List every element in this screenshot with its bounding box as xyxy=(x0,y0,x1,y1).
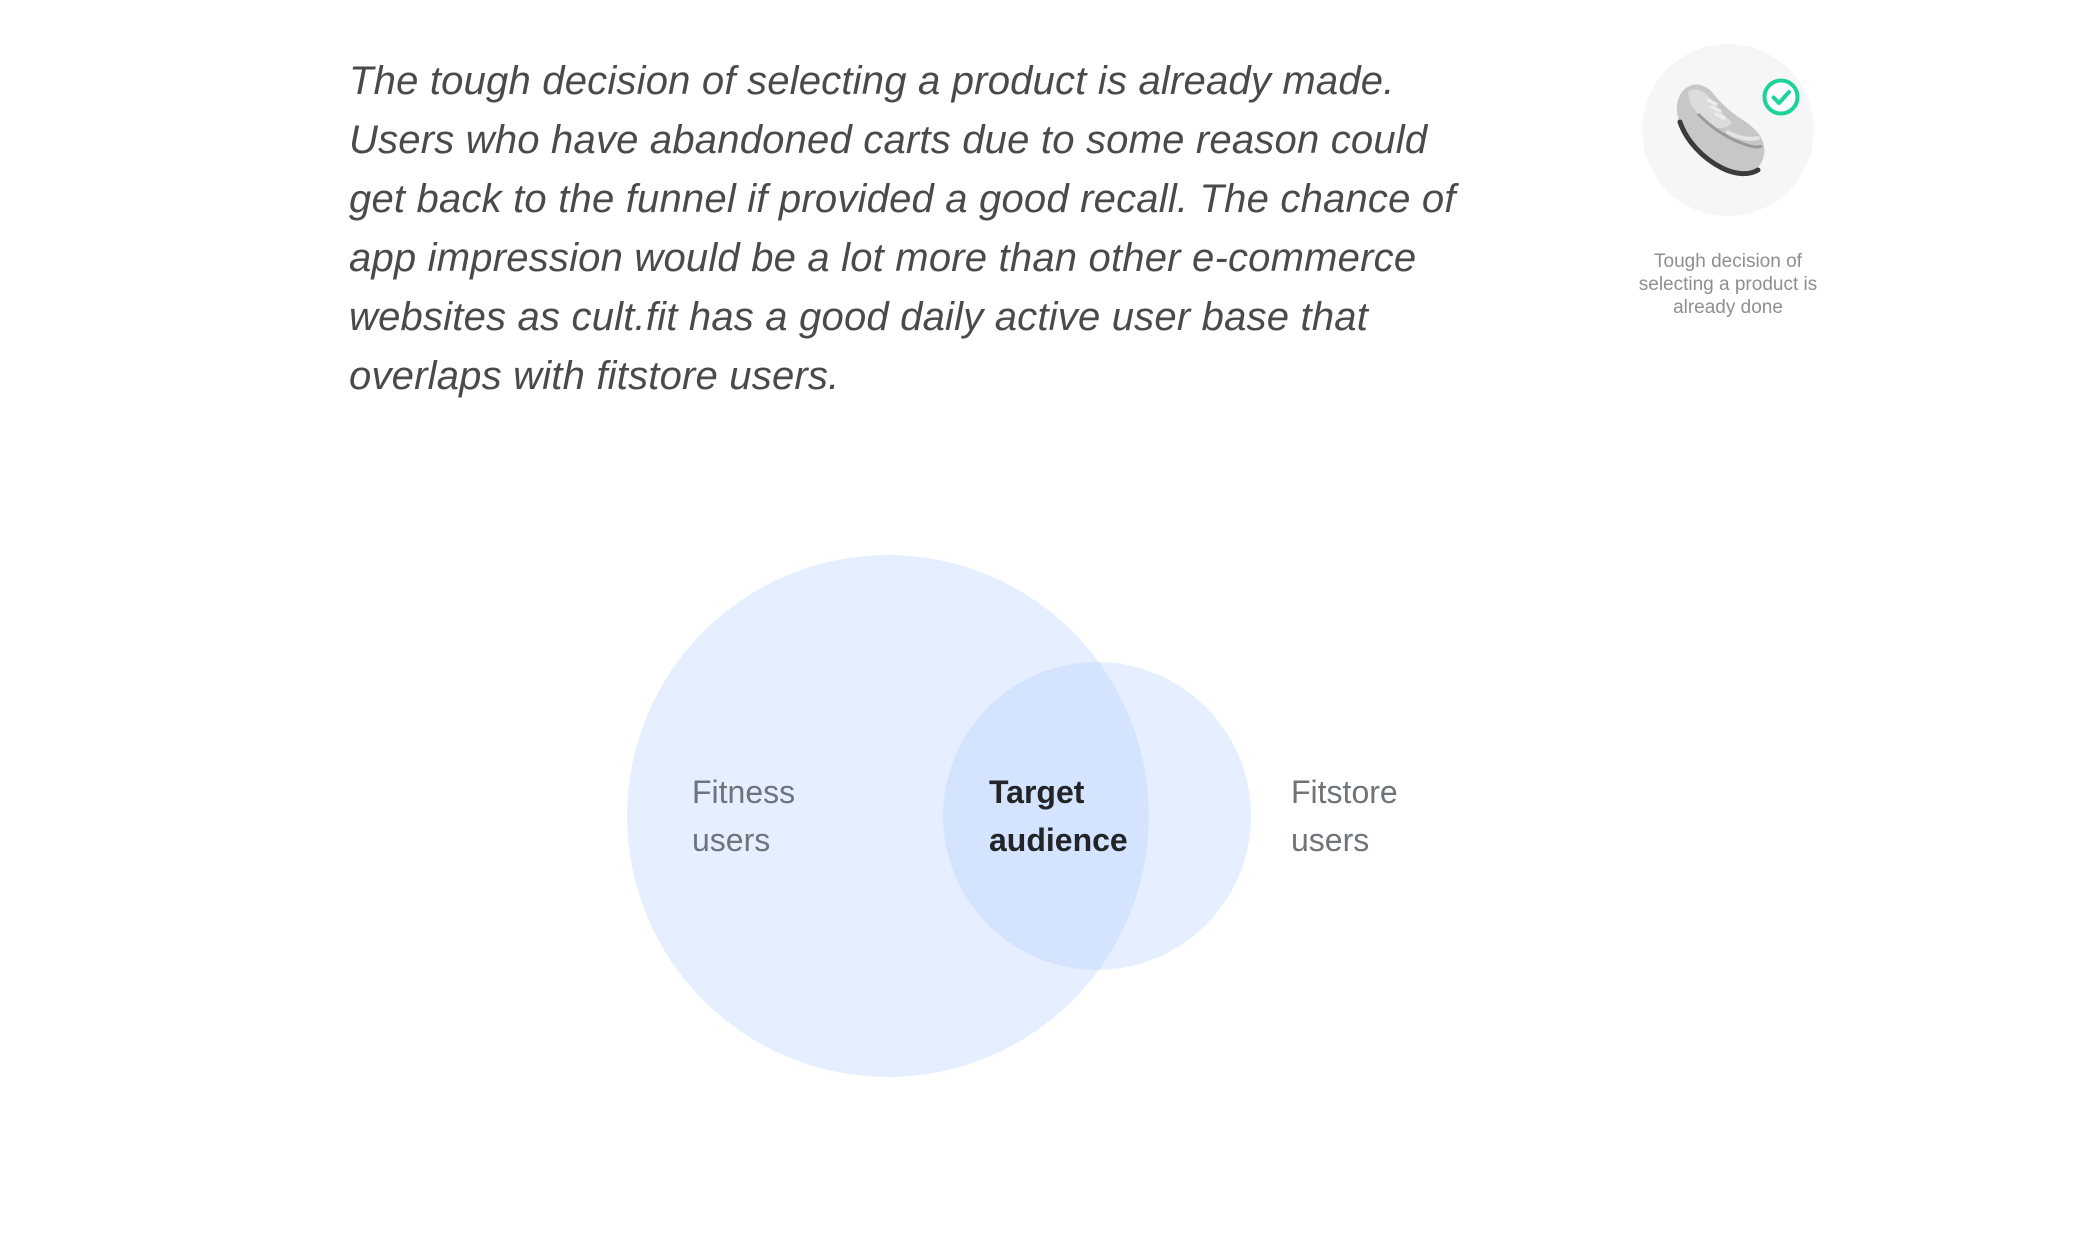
caption-line: already done xyxy=(1673,297,1783,318)
intro-line: get back to the funnel if provided a goo… xyxy=(349,177,1456,221)
label-line: Target xyxy=(989,774,1085,810)
product-caption: Tough decision of selecting a product is… xyxy=(1618,250,1838,319)
intro-line: websites as cult.fit has a good daily ac… xyxy=(349,295,1369,339)
intro-line: app impression would be a lot more than … xyxy=(349,236,1417,280)
target-audience-label: Target audience xyxy=(989,768,1128,864)
shoe-icon xyxy=(1676,84,1765,177)
intro-paragraph: The tough decision of selecting a produc… xyxy=(349,52,1569,406)
caption-line: Tough decision of xyxy=(1654,251,1802,272)
fitstore-users-label: Fitstore users xyxy=(1291,768,1398,864)
label-line: users xyxy=(1291,822,1370,858)
intro-line: The tough decision of selecting a produc… xyxy=(349,59,1395,103)
caption-line: selecting a product is xyxy=(1638,274,1818,295)
fitness-users-label: Fitness users xyxy=(692,768,795,864)
check-circle-icon xyxy=(1762,78,1800,116)
label-line: users xyxy=(692,822,771,858)
intro-line: Users who have abandoned carts due to so… xyxy=(349,118,1428,162)
intro-line: overlaps with fitstore users. xyxy=(349,354,840,398)
target-audience-overlap xyxy=(943,662,1149,970)
label-line: Fitness xyxy=(692,774,796,810)
label-line: audience xyxy=(989,822,1128,858)
product-card: Tough decision of selecting a product is… xyxy=(1618,44,1838,319)
label-line: Fitstore xyxy=(1291,774,1398,810)
product-image xyxy=(1642,44,1814,216)
